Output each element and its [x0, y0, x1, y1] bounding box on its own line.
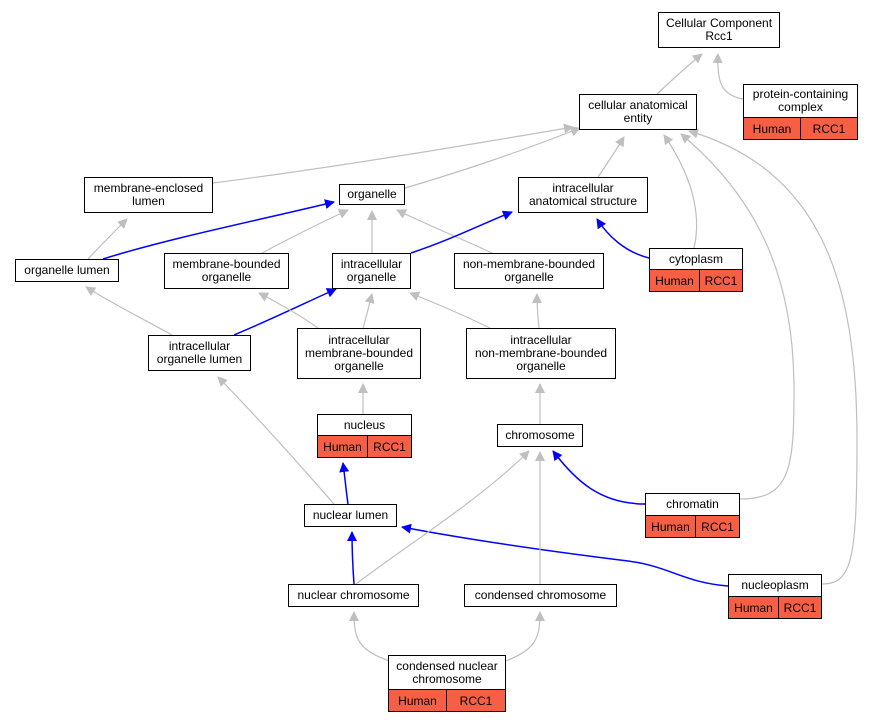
node-membrane-enclosed-lumen[interactable]: membrane-enclosed lumen: [84, 177, 213, 213]
annotation-nucleoplasm: Human RCC1: [728, 597, 822, 619]
node-chromatin[interactable]: chromatin: [645, 493, 740, 516]
node-chromosome[interactable]: chromosome: [497, 424, 583, 447]
annotation-chromatin: Human RCC1: [645, 516, 740, 538]
node-organelle-lumen[interactable]: organelle lumen: [15, 259, 119, 282]
edge-imb-to-mbo: [258, 292, 319, 329]
edge-npl-to-cae: [688, 128, 858, 585]
node-cytoplasm[interactable]: cytoplasm: [649, 248, 743, 270]
annotation-protein-containing-complex: Human RCC1: [743, 118, 858, 140]
edge-cht-to-chr: [552, 450, 646, 505]
species-tag: Human: [317, 436, 368, 458]
gene-tag: RCC1: [779, 597, 822, 619]
node-intracellular-organelle-lumen[interactable]: intracellular organelle lumen: [148, 335, 251, 371]
edge-ino-to-ias: [410, 210, 513, 254]
node-intracellular-anatomical-structure[interactable]: intracellular anatomical structure: [518, 177, 648, 213]
edge-inm-to-ino: [409, 291, 491, 329]
node-nuclear-lumen[interactable]: nuclear lumen: [304, 504, 397, 527]
edge-inm-to-nmb: [532, 293, 543, 329]
species-tag: Human: [743, 118, 801, 140]
edge-iol-to-ino: [233, 288, 337, 336]
node-membrane-bounded-organelle[interactable]: membrane-bounded organelle: [164, 253, 289, 289]
edge-iol-to-orl: [85, 286, 173, 336]
species-tag: Human: [728, 597, 779, 619]
edge-cyt-to-ias: [596, 218, 650, 259]
node-protein-containing-complex[interactable]: protein-containing complex: [743, 84, 858, 118]
node-intracellular-non-membrane-bounded-organelle[interactable]: intracellular non-membrane-bounded organ…: [466, 328, 616, 379]
edge-cae-to-cc: [656, 53, 703, 95]
edge-pcc-to-cc: [712, 53, 744, 100]
edge-mbo-to-org: [261, 209, 349, 254]
edge-nul-to-nuc: [339, 462, 350, 505]
annotation-condensed-nuclear-chromosome: Human RCC1: [388, 690, 506, 712]
node-condensed-nuclear-chromosome[interactable]: condensed nuclear chromosome: [388, 655, 506, 690]
edge-imb-to-ino: [362, 293, 375, 329]
node-cellular-component[interactable]: Cellular Component Rcc1: [658, 12, 780, 48]
node-intracellular-organelle[interactable]: intracellular organelle: [332, 253, 411, 289]
node-intracellular-membrane-bounded-organelle[interactable]: intracellular membrane-bounded organelle: [297, 328, 421, 379]
edge-ias-to-cae: [597, 136, 625, 178]
node-nucleoplasm[interactable]: nucleoplasm: [728, 574, 822, 597]
gene-tag: RCC1: [700, 270, 743, 292]
edge-org-to-cae: [404, 126, 581, 189]
gene-tag: RCC1: [801, 118, 858, 140]
species-tag: Human: [649, 270, 700, 292]
gene-tag: RCC1: [696, 516, 740, 538]
edge-nul-to-iol: [217, 376, 335, 505]
species-tag: Human: [645, 516, 696, 538]
edge-cnc-to-nch: [349, 611, 393, 663]
node-cellular-anatomical-entity[interactable]: cellular anatomical entity: [579, 94, 697, 130]
edge-cht-to-cae: [680, 133, 795, 500]
node-nucleus[interactable]: nucleus: [317, 414, 412, 436]
gene-tag: RCC1: [368, 436, 412, 458]
edge-layer: [85, 53, 858, 663]
edge-cyt-to-cae: [663, 134, 698, 249]
node-organelle[interactable]: organelle: [339, 184, 405, 205]
node-non-membrane-bounded-organelle[interactable]: non-membrane-bounded organelle: [454, 253, 604, 289]
annotation-nucleus: Human RCC1: [317, 436, 412, 458]
node-nuclear-chromosome[interactable]: nuclear chromosome: [288, 584, 419, 607]
node-condensed-chromosome[interactable]: condensed chromosome: [464, 584, 617, 607]
edge-orl-to-org: [102, 199, 335, 260]
gene-tag: RCC1: [447, 690, 506, 712]
edge-npl-to-nul: [401, 523, 729, 587]
annotation-cytoplasm: Human RCC1: [649, 270, 743, 292]
edge-cnc-to-cch: [502, 611, 545, 663]
edge-orl-to-mel: [87, 218, 128, 260]
edge-nch-to-chr: [355, 450, 530, 585]
edge-nmb-to-org: [396, 209, 493, 254]
edge-mel-to-cae: [212, 123, 574, 184]
edge-nch-to-nul: [347, 531, 358, 585]
species-tag: Human: [388, 690, 447, 712]
